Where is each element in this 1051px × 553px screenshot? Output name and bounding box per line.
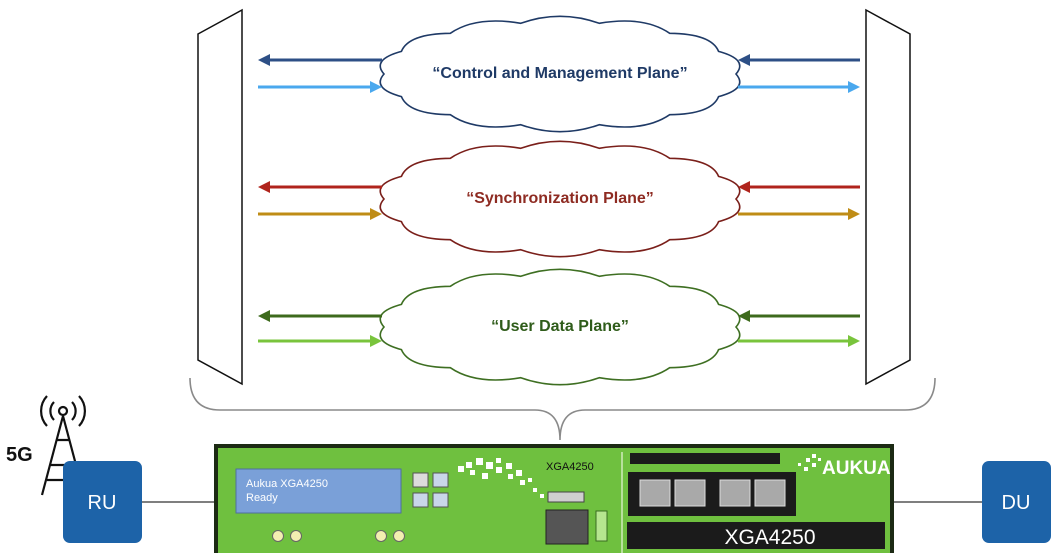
lcd-display bbox=[235, 468, 402, 514]
user-plane-label: “User Data Plane” bbox=[491, 318, 629, 335]
rj45-port bbox=[545, 509, 589, 545]
user-arrow-right-in bbox=[738, 310, 860, 322]
aukua-device: Aukua XGA4250 Ready XGA4250 bbox=[214, 444, 894, 553]
model-plate bbox=[627, 522, 885, 549]
control-arrow-left-in bbox=[258, 81, 382, 93]
sfp-indicator bbox=[595, 510, 608, 542]
panel-button-4[interactable] bbox=[432, 492, 449, 508]
lcd-line2: Ready bbox=[246, 492, 278, 504]
port-2 bbox=[674, 479, 706, 507]
du-box bbox=[982, 461, 1051, 543]
port-1 bbox=[639, 479, 671, 507]
panel-button-3[interactable] bbox=[412, 492, 429, 508]
status-led-3 bbox=[375, 530, 387, 542]
sync-plane-label: “Synchronization Plane” bbox=[466, 190, 654, 207]
device-model-small: XGA4250 bbox=[546, 461, 594, 473]
control-arrow-right-in bbox=[738, 54, 860, 66]
sync-arrow-right-out bbox=[738, 208, 860, 220]
sync-arrow-left-in bbox=[258, 208, 382, 220]
antenna-label: 5G bbox=[6, 444, 33, 466]
user-arrow-left-out bbox=[258, 310, 382, 322]
sync-plane-cloud bbox=[379, 140, 741, 258]
lcd-line1: Aukua XGA4250 bbox=[246, 478, 328, 490]
panel-button-1[interactable] bbox=[412, 472, 429, 488]
panel-button-2[interactable] bbox=[432, 472, 449, 488]
user-arrow-right-out bbox=[738, 335, 860, 347]
antenna-icon bbox=[40, 395, 86, 496]
left-interface-panel bbox=[197, 8, 243, 386]
control-arrow-left-out bbox=[258, 54, 382, 66]
control-plane-cloud bbox=[379, 15, 741, 133]
grouping-brace bbox=[189, 377, 936, 441]
top-slot bbox=[630, 453, 780, 464]
aukua-logo-icon bbox=[798, 454, 821, 471]
user-plane-cloud bbox=[379, 268, 741, 386]
port-4 bbox=[754, 479, 786, 507]
status-led-4 bbox=[393, 530, 405, 542]
pixel-pattern-icon bbox=[458, 458, 544, 498]
sync-arrow-left-out bbox=[258, 181, 382, 193]
usb-port bbox=[547, 491, 585, 503]
user-arrow-left-in bbox=[258, 335, 382, 347]
status-led-2 bbox=[290, 530, 302, 542]
model-plate-text: XGA4250 bbox=[724, 526, 815, 549]
port-3 bbox=[719, 479, 751, 507]
control-plane-label: “Control and Management Plane” bbox=[432, 65, 687, 82]
ru-label: RU bbox=[88, 492, 117, 514]
sync-arrow-right-in bbox=[738, 181, 860, 193]
brand-name: AUKUA bbox=[822, 458, 891, 479]
ru-box bbox=[63, 461, 142, 543]
right-interface-panel bbox=[865, 8, 911, 386]
control-arrow-right-out bbox=[738, 81, 860, 93]
du-label: DU bbox=[1002, 492, 1031, 514]
status-led-1 bbox=[272, 530, 284, 542]
